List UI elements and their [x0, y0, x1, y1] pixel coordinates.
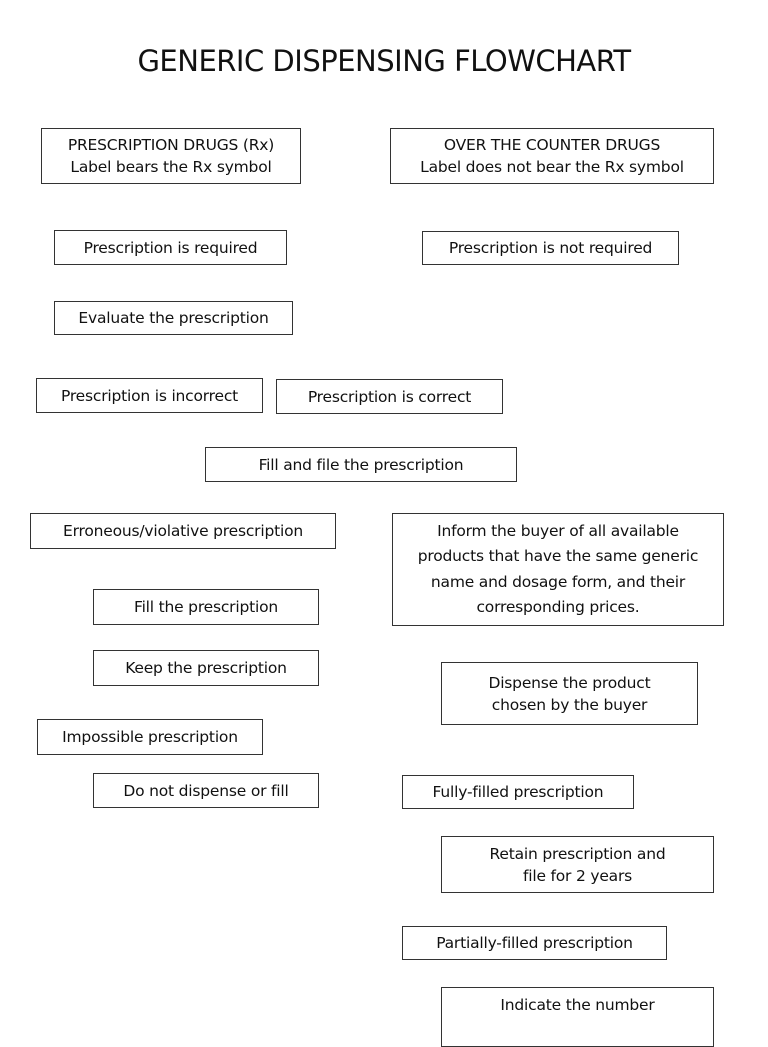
box-text-line: Indicate the number: [500, 996, 655, 1014]
box-keep-prescription: Keep the prescription: [93, 650, 319, 686]
box-fully-filled: Fully-filled prescription: [402, 775, 634, 809]
box-partially-filled: Partially-filled prescription: [402, 926, 667, 960]
box-heading: OVER THE COUNTER DRUGS: [443, 136, 661, 154]
box-text: Erroneous/violative prescription: [63, 522, 303, 540]
page-title: GENERIC DISPENSING FLOWCHART: [137, 44, 631, 78]
box-text-line: Retain prescription and: [489, 844, 666, 863]
box-subtext: Label bears the Rx symbol: [70, 158, 272, 176]
box-inform-buyer: Inform the buyer of all available produc…: [392, 513, 724, 626]
box-text: Keep the prescription: [125, 659, 287, 677]
box-text-line: Dispense the product: [488, 673, 651, 692]
box-fill-and-file: Fill and file the prescription: [205, 447, 517, 482]
box-text: Evaluate the prescription: [78, 309, 269, 327]
box-retain-prescription: Retain prescription and file for 2 years: [441, 836, 714, 893]
box-text: Prescription is correct: [307, 387, 472, 406]
box-prescription-not-required: Prescription is not required: [422, 231, 679, 265]
box-otc-drugs: OVER THE COUNTER DRUGS Label does not be…: [390, 128, 714, 184]
box-prescription-drugs: PRESCRIPTION DRUGS (Rx) Label bears the …: [41, 128, 301, 184]
box-text: Do not dispense or fill: [123, 781, 289, 800]
box-text: Fill and file the prescription: [258, 455, 464, 474]
box-prescription-correct: Prescription is correct: [276, 379, 503, 414]
box-text: Prescription is required: [83, 238, 258, 257]
box-text: Fully-filled prescription: [432, 783, 604, 801]
box-fill-prescription: Fill the prescription: [93, 589, 319, 625]
box-text: Partially-filled prescription: [436, 934, 633, 952]
box-text: Prescription is incorrect: [60, 386, 239, 405]
box-erroneous-prescription: Erroneous/violative prescription: [30, 513, 336, 549]
box-indicate-number: Indicate the number: [441, 987, 714, 1047]
box-dispense-product: Dispense the product chosen by the buyer: [441, 662, 698, 725]
box-impossible-prescription: Impossible prescription: [37, 719, 263, 755]
box-text-line: name and dosage form, and their: [430, 572, 686, 591]
box-prescription-incorrect: Prescription is incorrect: [36, 378, 263, 413]
box-evaluate-prescription: Evaluate the prescription: [54, 301, 293, 335]
box-text-line: chosen by the buyer: [491, 695, 648, 714]
box-text-line: Inform the buyer of all available: [437, 521, 679, 540]
box-text: Fill the prescription: [133, 598, 278, 616]
box-text-line: corresponding prices.: [476, 598, 640, 616]
box-text-line: products that have the same generic: [417, 547, 699, 565]
box-prescription-required: Prescription is required: [54, 230, 287, 265]
box-heading: PRESCRIPTION DRUGS (Rx): [67, 136, 275, 154]
box-subtext: Label does not bear the Rx symbol: [420, 158, 684, 176]
box-do-not-dispense: Do not dispense or fill: [93, 773, 319, 808]
box-text-line: file for 2 years: [522, 866, 633, 885]
box-text: Prescription is not required: [448, 239, 653, 257]
box-text: Impossible prescription: [62, 728, 238, 746]
